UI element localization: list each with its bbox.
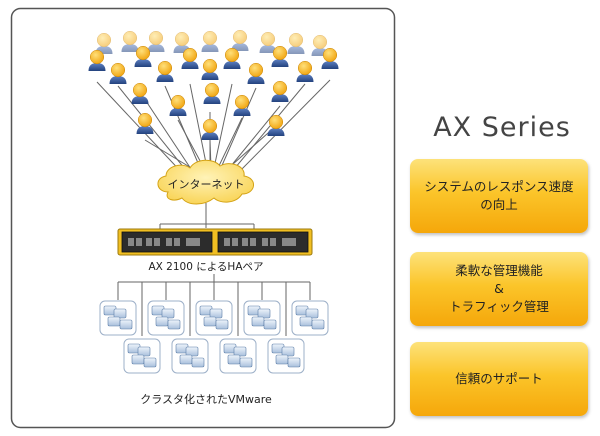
- feature-line: システムのレスポンス速度: [424, 179, 574, 194]
- user-icon: [134, 45, 152, 68]
- user-icon: [321, 47, 339, 70]
- feature-box-traffic-management: 柔軟な管理機能 & トラフィック管理: [410, 252, 588, 326]
- feature-line: 信頼のサポート: [455, 371, 543, 386]
- server-icon: [99, 300, 137, 336]
- series-title: AX Series: [433, 112, 571, 143]
- user-icon: [147, 30, 165, 53]
- vmware-connection-lines: [117, 274, 311, 336]
- user-icon: [109, 62, 127, 85]
- ha-pair-appliance: [117, 228, 313, 256]
- server-icon: [123, 338, 161, 374]
- user-icon: [296, 60, 314, 83]
- user-icon: [287, 32, 305, 55]
- feature-line: 柔軟な管理機能: [455, 263, 543, 278]
- user-connection-lines: [96, 79, 331, 177]
- server-icon: [195, 300, 233, 336]
- feature-line: トラフィック管理: [449, 299, 549, 314]
- feature-line: &: [494, 281, 504, 296]
- user-icon: [131, 82, 149, 105]
- user-icon: [231, 29, 249, 52]
- internet-cloud-icon: [157, 159, 254, 205]
- vmware-label: クラスタ化されたVMware: [140, 392, 272, 406]
- user-icon: [223, 47, 241, 70]
- user-icon: [247, 62, 265, 85]
- user-icon: [267, 114, 285, 137]
- feature-box-support: 信頼のサポート: [410, 342, 588, 416]
- user-icon: [203, 82, 221, 105]
- user-icon: [88, 49, 106, 72]
- user-icon: [156, 60, 174, 83]
- internet-label: インターネット: [168, 178, 245, 191]
- user-icon: [136, 112, 154, 135]
- server-icon: [267, 338, 305, 374]
- server-icon: [291, 300, 329, 336]
- feature-box-response-speed: システムのレスポンス速度 の向上: [410, 159, 588, 233]
- server-icon: [219, 338, 257, 374]
- user-icon: [233, 94, 251, 117]
- ha-pair-label: AX 2100 によるHAペア: [148, 261, 263, 273]
- user-icon: [169, 94, 187, 117]
- user-icon: [201, 58, 219, 81]
- user-icon: [271, 45, 289, 68]
- user-icon: [271, 80, 289, 103]
- server-icon: [243, 300, 281, 336]
- user-icon: [181, 47, 199, 70]
- user-icon: [121, 30, 139, 53]
- server-icon: [147, 300, 185, 336]
- user-icon: [201, 118, 219, 141]
- feature-line: の向上: [480, 197, 518, 212]
- user-icon: [201, 30, 219, 53]
- server-icon: [171, 338, 209, 374]
